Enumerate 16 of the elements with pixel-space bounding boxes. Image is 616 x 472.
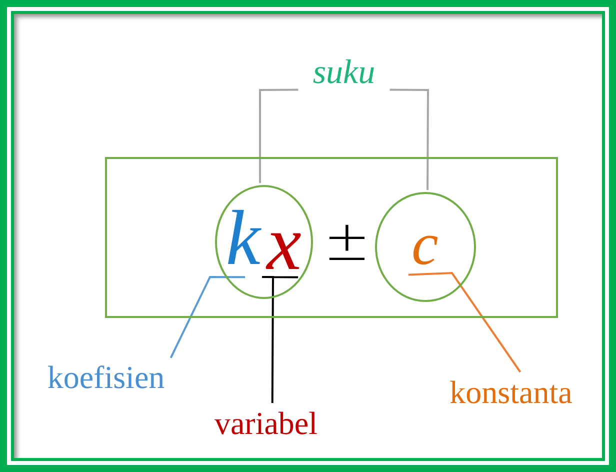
leader-line bbox=[390, 88, 429, 190]
term-label: suku bbox=[300, 52, 388, 94]
variable-symbol: x bbox=[263, 204, 305, 282]
leader-line bbox=[261, 276, 298, 403]
variable-label: variabel bbox=[213, 403, 319, 443]
leader-line bbox=[170, 276, 246, 358]
highlight-circle bbox=[375, 192, 476, 302]
coefficient-symbol: k bbox=[224, 194, 262, 282]
plus-minus-sign: ± bbox=[322, 212, 372, 272]
coefficient-label: koefisien bbox=[34, 357, 178, 397]
leader-line bbox=[408, 272, 522, 373]
expression-box bbox=[105, 157, 558, 318]
constant-symbol: c bbox=[410, 210, 440, 279]
highlight-circle bbox=[215, 185, 313, 299]
constant-label: konstanta bbox=[434, 372, 588, 412]
leader-line bbox=[259, 88, 298, 183]
